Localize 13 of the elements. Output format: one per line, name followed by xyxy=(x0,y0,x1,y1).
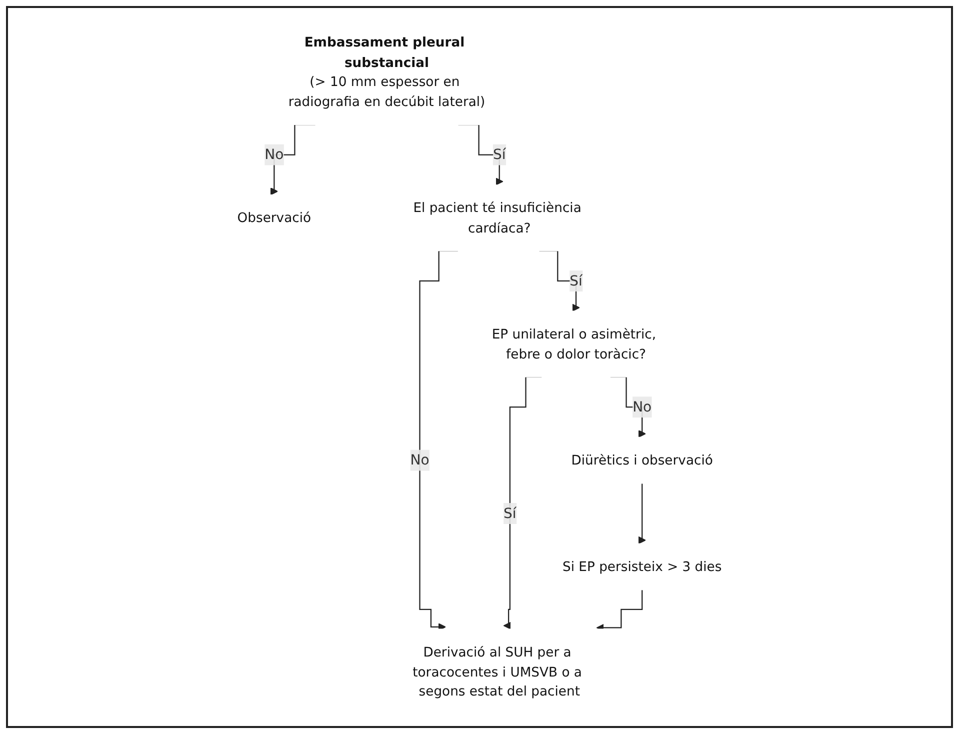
node-text: Embassament pleural substancial (> 10 mm espessor en radiografia en decúbit lateral) xyxy=(288,34,486,110)
edge-label: No xyxy=(264,146,284,163)
arrow xyxy=(638,482,646,544)
edge-label: No xyxy=(632,398,652,415)
node-text: Observació xyxy=(237,210,312,226)
node-text: Derivació al SUH per a toracocentes i UMSVB o a segons estat del pacient xyxy=(412,644,582,700)
edge-label: Sí xyxy=(492,146,506,163)
edge-label: Sí xyxy=(504,504,516,522)
node-text: Si EP persisteix > 3 dies xyxy=(562,558,722,574)
edge-label: Sí xyxy=(570,272,582,289)
node-text: Diürètics i observació xyxy=(571,452,713,468)
edge-label: No xyxy=(410,452,430,468)
frame-border: No Sí No Sí Sí No Embassament pleural substancial (> 10 mm espessor en radiografia en decúbit lateral) Observació El pacient té insuficiència cardíaca? EP unilateral o asimètric, febre o dolor toràcic? Diürètics i observació Si EP persisteix > 3 dies Derivació al SUH per a toracocentes i UMSVB o a segons estat del pacient xyxy=(6,6,953,728)
